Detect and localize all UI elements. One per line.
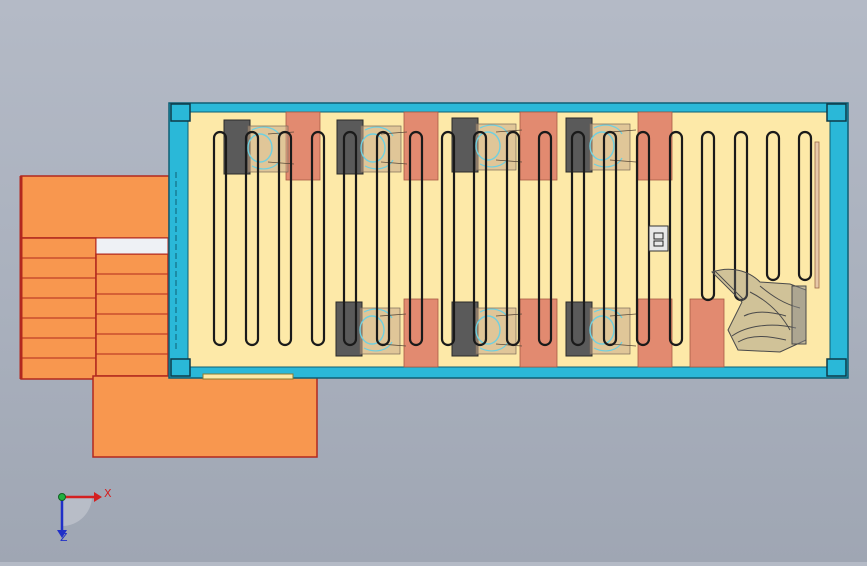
workstation-icon [565, 117, 637, 173]
workstation-icon [336, 119, 408, 175]
stair-landing-lower [92, 375, 318, 458]
coordinate-triad-icon: X Z [57, 487, 112, 544]
corner-casting-tl [170, 103, 191, 122]
door-threshold [202, 373, 294, 380]
wall-panel [814, 141, 820, 289]
stair-flight-right [95, 253, 169, 377]
corner-casting-br [826, 358, 847, 377]
armchair-icon [711, 268, 807, 353]
axis-z-label: Z [60, 531, 68, 544]
workstation-icon [565, 301, 637, 357]
socket-icon [648, 225, 669, 252]
desk [637, 111, 673, 181]
desk [689, 298, 725, 368]
stair-treads-right [96, 273, 168, 355]
corner-casting-bl [170, 358, 191, 377]
stair-gap [95, 237, 169, 255]
stair-landing-upper [20, 175, 170, 239]
stair-flight-left [20, 237, 97, 380]
desk [637, 298, 673, 368]
corner-casting-tr [826, 103, 847, 122]
stair-treads-left [21, 257, 96, 359]
stairs-icon [19, 175, 318, 458]
heater-coil-icon [212, 130, 813, 347]
workstation-icon [335, 301, 407, 357]
axis-x-label: X [104, 487, 112, 500]
